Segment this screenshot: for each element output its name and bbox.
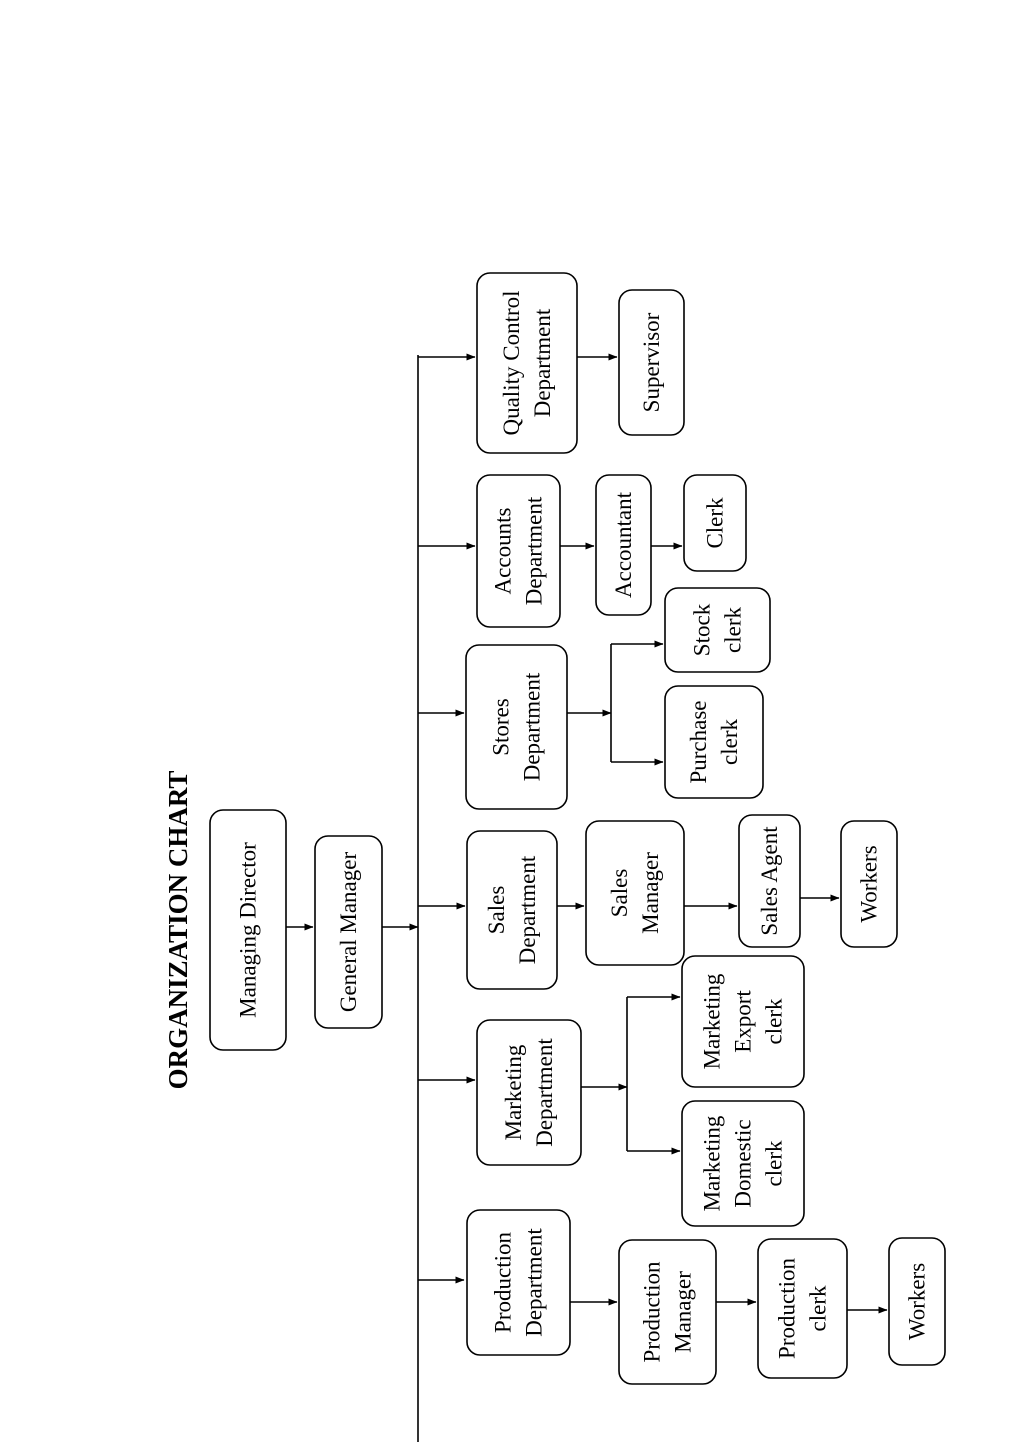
node-accountant: Accountant (595, 474, 652, 616)
node-box (664, 685, 764, 799)
node-label-line: Marketing (501, 1044, 526, 1140)
node-box (681, 1100, 805, 1227)
node-box (683, 474, 747, 572)
node-label-line: Sales Agent (757, 826, 782, 936)
nodes: Managing Director General ManagerProducti… (209, 272, 946, 1385)
connectors (286, 353, 888, 1442)
node-label-line: Department (520, 672, 545, 781)
chart-title: ORGANIZATION CHART (163, 771, 193, 1090)
node-label-line: Supervisor (639, 312, 664, 412)
node-sales-agent: Sales Agent (738, 814, 801, 948)
node-managing-director: Managing Director (209, 809, 287, 1051)
node-label-line: Stores (489, 698, 514, 756)
node-label-line: Production (775, 1258, 800, 1359)
node-label-line: Marketing (700, 973, 725, 1069)
node-accounts-clerk: Clerk (683, 474, 747, 572)
node-label-line: Sales (607, 869, 632, 918)
node-label-line: Clerk (703, 497, 728, 549)
node-box (585, 820, 685, 966)
node-label-line: Manager (671, 1271, 696, 1353)
node-label-line: Workers (857, 845, 882, 922)
node-label-line: clerk (717, 719, 742, 765)
node-label-line: Export (731, 990, 756, 1053)
node-sales-workers: Workers (840, 820, 898, 948)
node-label-line: clerk (721, 607, 746, 653)
node-box (314, 835, 383, 1029)
node-label-line: Manager (638, 852, 663, 934)
node-label-line: Department (532, 1038, 557, 1147)
node-general-manager: General Manager (314, 835, 383, 1029)
node-label-line: Quality Control (499, 290, 524, 435)
node-production-workers: Workers (888, 1237, 946, 1366)
node-box (757, 1238, 848, 1379)
node-label-line: Accounts (491, 508, 516, 595)
node-label-line: clerk (762, 998, 787, 1044)
node-label-line: Domestic (731, 1119, 756, 1207)
node-box (476, 1019, 582, 1166)
node-box (476, 474, 561, 628)
node-box (466, 830, 558, 990)
node-box (681, 955, 805, 1088)
node-box (476, 272, 578, 454)
node-supervisor: Supervisor (618, 289, 685, 436)
node-label-line: Production (640, 1261, 665, 1362)
node-box (466, 1209, 571, 1356)
node-label-line: Production (491, 1232, 516, 1333)
node-box (209, 809, 287, 1051)
node-box (595, 474, 652, 616)
node-box (888, 1237, 946, 1366)
node-box (664, 587, 771, 673)
node-label-line: Managing Director (236, 842, 261, 1018)
node-label-line: Department (522, 496, 547, 605)
node-label-line: Sales (484, 886, 509, 935)
node-box (840, 820, 898, 948)
node-box (618, 289, 685, 436)
node-label-line: Marketing (700, 1115, 725, 1211)
node-label-line: Purchase (686, 700, 711, 783)
node-label-line: Stock (690, 603, 715, 656)
node-box (618, 1239, 717, 1385)
node-label-line: Department (522, 1228, 547, 1337)
node-label-line: Department (515, 855, 540, 964)
node-label-line: Workers (905, 1263, 930, 1340)
node-label-line: Department (530, 308, 555, 417)
node-label-line: Accountant (611, 491, 636, 598)
node-label-line: General Manager (336, 852, 361, 1013)
node-box (738, 814, 801, 948)
node-box (465, 644, 568, 810)
node-label-line: clerk (806, 1285, 831, 1331)
node-label-line: clerk (762, 1140, 787, 1186)
